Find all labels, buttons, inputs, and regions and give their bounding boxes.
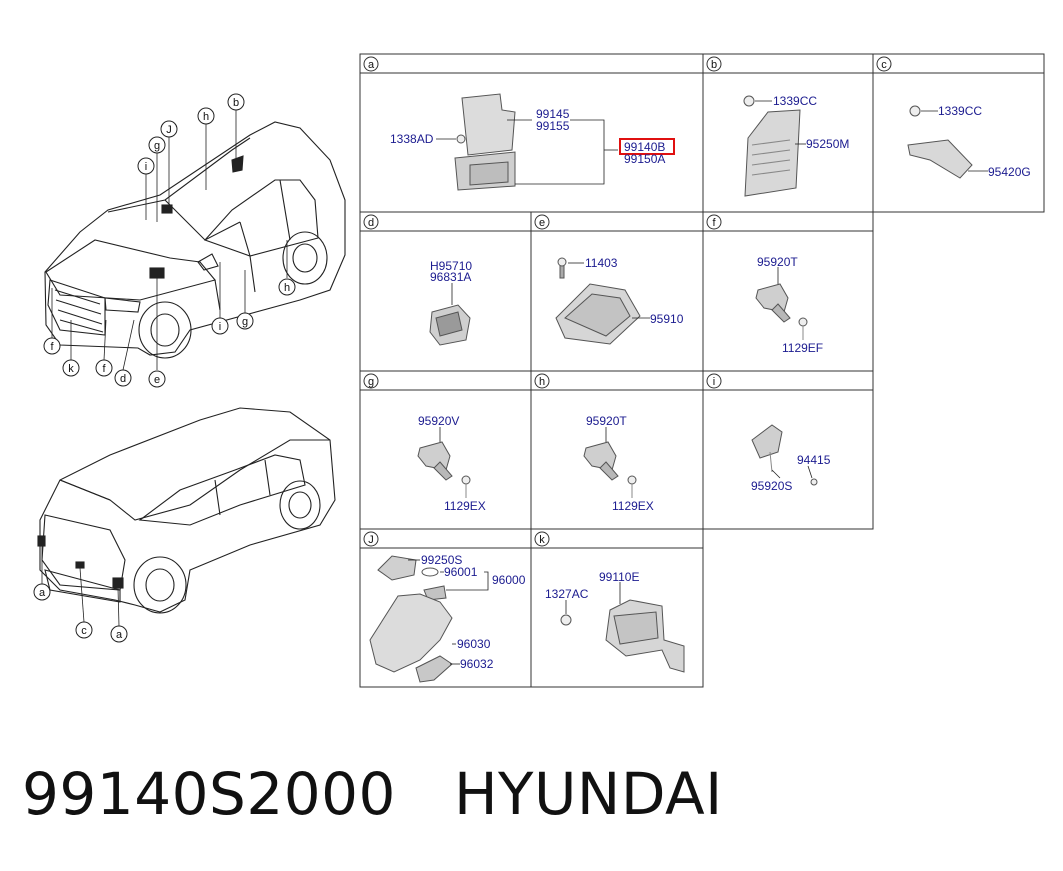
part-99140B: 99140B	[624, 140, 665, 154]
caption-brand: HYUNDAI	[453, 760, 723, 828]
part-99110E: 99110E	[599, 570, 639, 584]
callout-rear-0: a	[39, 587, 46, 599]
cell-j-drawing	[369, 555, 453, 683]
part-1129EX-h: 1129EX	[612, 499, 654, 513]
callout-rear-1: c	[81, 625, 87, 637]
cell-c-leaders	[921, 110, 988, 172]
callout-rear-2: a	[116, 629, 123, 641]
part-11403: 11403	[585, 256, 618, 270]
part-96032: 96032	[460, 657, 494, 671]
front-callouts: b h J g i h f k f d e i g	[43, 93, 296, 388]
callout-front-12: g	[242, 316, 248, 328]
part-1129EF: 1129EF	[782, 341, 823, 355]
cell-d-letter: d	[368, 217, 374, 229]
cell-g-drawing	[417, 441, 471, 498]
cell-letters: a b c d e f g h i J k	[363, 56, 892, 547]
cell-d-drawing	[429, 304, 471, 346]
part-95910: 95910	[650, 312, 684, 326]
cell-c-letter: c	[881, 59, 887, 71]
cell-b-letter: b	[711, 59, 717, 71]
cell-a-leaders	[436, 119, 618, 185]
part-99145: 99145	[536, 107, 570, 121]
part-99250S: 99250S	[421, 553, 462, 567]
part-99155: 99155	[536, 119, 570, 133]
cell-i-drawing	[751, 424, 818, 486]
part-95920S: 95920S	[751, 479, 792, 493]
cell-k-leaders	[565, 582, 621, 614]
callout-front-3: g	[154, 140, 160, 152]
cell-j-leaders	[408, 559, 489, 665]
part-95420G: 95420G	[988, 165, 1031, 179]
part-95250M: 95250M	[806, 137, 849, 151]
part-96000: 96000	[492, 573, 526, 587]
cell-b-drawing	[743, 95, 801, 197]
callout-front-10: e	[154, 374, 160, 386]
callout-front-7: k	[68, 363, 74, 375]
rear-callouts: a c a	[33, 583, 128, 643]
front-callout-leaders	[51, 110, 288, 371]
part-96831A: 96831A	[430, 270, 471, 284]
callout-front-9: d	[120, 373, 126, 385]
part-95920V: 95920V	[418, 414, 459, 428]
cell-g-letter: g	[368, 376, 374, 388]
cell-f-drawing	[755, 283, 808, 340]
cell-f-letter: f	[712, 217, 716, 229]
caption-part-number: 99140S2000	[22, 760, 396, 828]
rear-vehicle-illustration	[37, 407, 336, 614]
callout-front-8: f	[102, 363, 106, 375]
callout-front-6: f	[50, 341, 54, 353]
part-1338AD: 1338AD	[390, 132, 434, 146]
parts-grid	[359, 53, 1045, 688]
cell-e-drawing	[555, 257, 641, 345]
part-H95710: H95710	[430, 259, 472, 273]
callout-front-2: J	[166, 124, 172, 136]
cell-h-letter: h	[539, 376, 545, 388]
part-1327AC: 1327AC	[545, 587, 589, 601]
callout-front-1: h	[203, 111, 209, 123]
part-1339CC-c: 1339CC	[938, 104, 982, 118]
cell-e-letter: e	[539, 217, 545, 229]
part-caption: 99140S2000 HYUNDAI	[22, 760, 781, 828]
highlight-box	[619, 138, 675, 155]
cell-e-leaders	[568, 262, 650, 319]
cell-i-leaders	[771, 465, 813, 479]
rear-callout-leaders	[41, 545, 120, 627]
callout-front-5: h	[284, 282, 290, 294]
front-vehicle-illustration	[44, 121, 346, 359]
cell-h-drawing	[583, 441, 637, 498]
cell-k-drawing	[560, 599, 685, 673]
part-94415: 94415	[797, 453, 831, 467]
part-99150A: 99150A	[624, 152, 665, 166]
part-96030: 96030	[457, 637, 491, 651]
cell-a-drawing	[454, 93, 516, 191]
part-1129EX-g: 1129EX	[444, 499, 486, 513]
diagram-canvas: b h J g i h f k f d e i g	[33, 53, 1045, 688]
callout-front-11: i	[219, 321, 221, 333]
cell-i-letter: i	[713, 376, 715, 388]
cell-c-drawing	[907, 105, 973, 179]
cell-j-letter: J	[368, 534, 374, 546]
cell-a-letter: a	[368, 59, 375, 71]
cell-b-leaders	[755, 100, 806, 145]
part-95920T-f: 95920T	[757, 255, 798, 269]
callout-front-0: b	[233, 97, 239, 109]
cell-k-letter: k	[539, 534, 545, 546]
part-1339CC-b: 1339CC	[773, 94, 817, 108]
part-95920T-h: 95920T	[586, 414, 627, 428]
part-96001: 96001	[444, 565, 478, 579]
callout-front-4: i	[145, 161, 147, 173]
